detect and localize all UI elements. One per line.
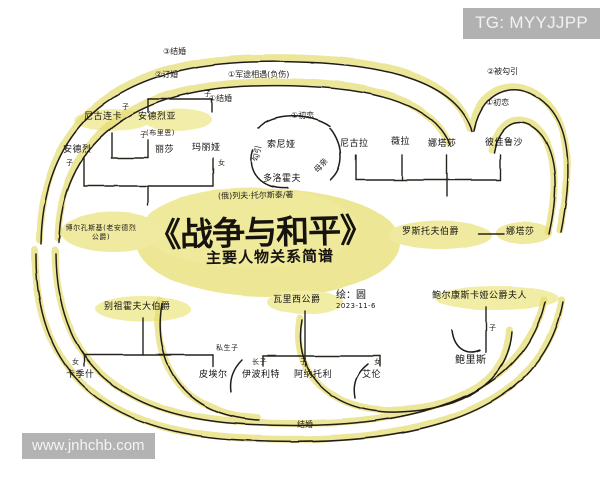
- relation-label-top-4: ①结婚: [209, 94, 233, 103]
- kin-mark-bastard: 私生子: [216, 344, 239, 352]
- family-head-vasily: 瓦里西公爵: [273, 295, 321, 305]
- person-natasha-rostov: 娜塔莎: [506, 227, 535, 237]
- relation-label-bottom-1: 结婚: [297, 420, 313, 429]
- person-lisa: 丽莎: [155, 145, 175, 155]
- person-natasha: 娜塔莎: [428, 139, 457, 149]
- person-nikolenka: 尼古连卡: [84, 112, 123, 122]
- kin-mark-son-3: 子: [140, 131, 148, 139]
- person-andreya: 安德烈亚: [138, 112, 177, 122]
- kin-mark-son-4: 子: [66, 159, 74, 167]
- person-pierre: 皮埃尔: [199, 370, 228, 380]
- relation-label-top-3: ①军途相遇(负伤): [228, 70, 290, 79]
- ink-contours: [35, 60, 569, 443]
- person-boris: 鲍里斯: [455, 355, 487, 366]
- relation-label-right-2: ①初恋: [486, 98, 510, 107]
- kin-mark-son-1: 子: [122, 103, 130, 111]
- person-brienne: (布里恩): [146, 129, 175, 137]
- family-head-bolkonsky: 博尔孔斯基(老安德烈公爵): [65, 224, 137, 241]
- family-head-rostov: 罗斯托夫伯爵: [402, 227, 460, 237]
- person-ippolit: 伊波利特: [242, 370, 281, 380]
- person-katish: 卡季什: [66, 370, 95, 380]
- signature-date: 2023-11-6: [336, 302, 376, 310]
- person-andre: 安德烈: [63, 145, 92, 155]
- kin-mark-daughter-2: 女: [72, 358, 80, 366]
- title-subtitle: 主要人物关系简谱: [205, 246, 335, 268]
- relation-label-top-1: ③结婚: [163, 47, 187, 56]
- site-watermark: www.jnhchb.com: [22, 433, 155, 459]
- kin-mark-daughter-1: 女: [218, 159, 226, 167]
- tg-watermark-tag: TG: MYYJJPP: [463, 8, 600, 39]
- person-petya: 彼佳鲁沙: [485, 138, 524, 148]
- kin-mark-son-6: 子: [489, 324, 497, 332]
- relation-label-top-2: ②订婚: [155, 70, 179, 79]
- relation-label-right-1: ②被勾引: [487, 67, 519, 76]
- person-dolokhov: 多洛霍夫: [263, 174, 302, 184]
- family-head-princess: 鲍尔康斯卡娅公爵夫人: [432, 291, 528, 301]
- person-anatole: 阿纳托利: [294, 370, 333, 380]
- signature-mark: 绘：圆: [336, 290, 366, 301]
- kin-mark-son-5: 子: [300, 358, 308, 366]
- person-maria: 玛丽娅: [192, 143, 221, 153]
- family-head-bezukhov: 别祖霍夫大伯爵: [104, 302, 171, 312]
- person-nikolai: 尼古拉: [340, 139, 369, 149]
- person-vera: 薇拉: [391, 137, 411, 147]
- person-ellen: 艾伦: [362, 370, 382, 380]
- title-author-note: (俄)列夫·托尔斯泰/著: [217, 190, 294, 201]
- kin-mark-son-2: 子: [204, 90, 212, 98]
- person-sonya: 索尼娅: [267, 140, 296, 150]
- kin-mark-daughter-3: 女: [374, 358, 382, 366]
- relation-label-mid-1: ①初恋: [291, 111, 315, 120]
- diagram-title-block: (俄)列夫·托尔斯泰/著 《战争与和平》 主要人物关系简谱: [140, 190, 410, 292]
- kin-mark-eldest-son: 长子: [252, 358, 267, 366]
- family-connectors: [83, 98, 505, 367]
- signature-block: 绘：圆 2023-11-6: [336, 286, 376, 310]
